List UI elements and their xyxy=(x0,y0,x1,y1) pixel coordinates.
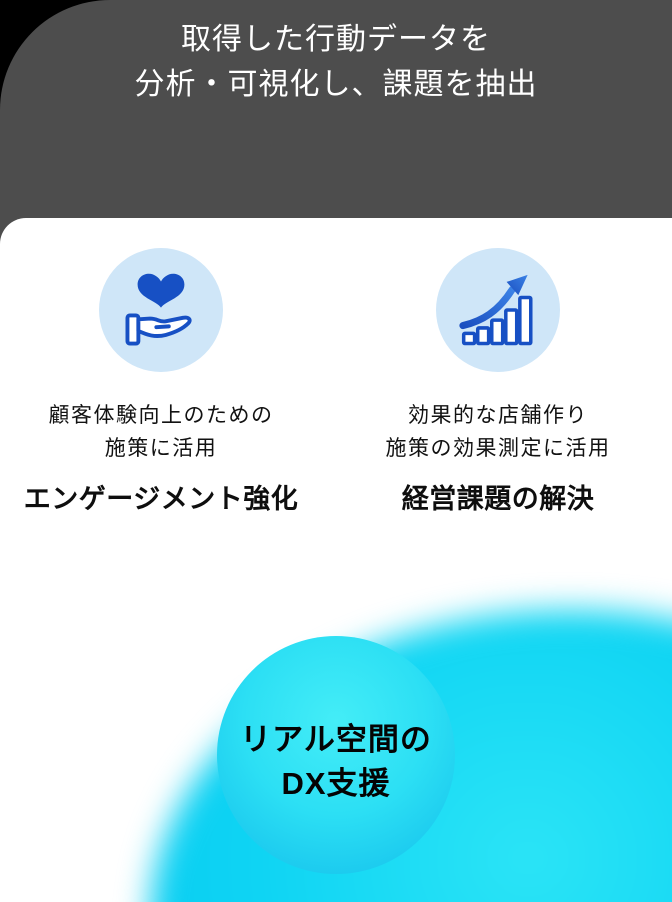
result-line-2: DX支援 xyxy=(281,766,391,801)
benefit-desc-line-2: 施策の効果測定に活用 xyxy=(385,437,611,460)
header-text: 取得した行動データを 分析・可視化し、課題を抽出 xyxy=(0,0,672,107)
result-circle: リアル空間の DX支援 xyxy=(217,636,455,874)
benefit-desc: 効果的な店舗作り 施策の効果測定に活用 xyxy=(348,399,648,465)
benefit-columns: 顧客体験向上のための 施策に活用 エンゲージメント強化 xyxy=(0,218,672,516)
bar-2 xyxy=(475,326,491,346)
heart-shape xyxy=(137,273,185,308)
result-text: リアル空間の DX支援 xyxy=(240,718,432,806)
header-banner: 取得した行動データを 分析・可視化し、課題を抽出 xyxy=(0,0,672,244)
benefit-desc: 顧客体験向上のための 施策に活用 xyxy=(16,399,306,465)
benefit-desc-line-2: 施策に活用 xyxy=(104,437,218,460)
benefit-desc-line-1: 効果的な店舗作り xyxy=(408,404,588,427)
arrow-head xyxy=(506,274,528,296)
header-line-1: 取得した行動データを xyxy=(181,23,491,56)
bar-5 xyxy=(518,295,533,346)
result-line-1: リアル空間の xyxy=(240,722,432,757)
bar-4 xyxy=(504,308,519,346)
benefit-desc-line-1: 顧客体験向上のための xyxy=(48,404,274,427)
bar-1 xyxy=(461,331,477,346)
benefit-title: エンゲージメント強化 xyxy=(23,484,299,514)
heart-in-hand-icon xyxy=(99,248,223,372)
benefit-engagement: 顧客体験向上のための 施策に活用 エンゲージメント強化 xyxy=(16,248,306,516)
bar-3 xyxy=(490,318,505,346)
benefit-title: 経営課題の解決 xyxy=(401,484,595,514)
benefit-management: 効果的な店舗作り 施策の効果測定に活用 経営課題の解決 xyxy=(348,248,648,516)
arrow-curve xyxy=(459,286,516,330)
growth-chart-arrow-icon xyxy=(436,248,560,372)
header-line-2: 分析・可視化し、課題を抽出 xyxy=(134,68,538,101)
hand-thumb-line xyxy=(154,324,171,330)
